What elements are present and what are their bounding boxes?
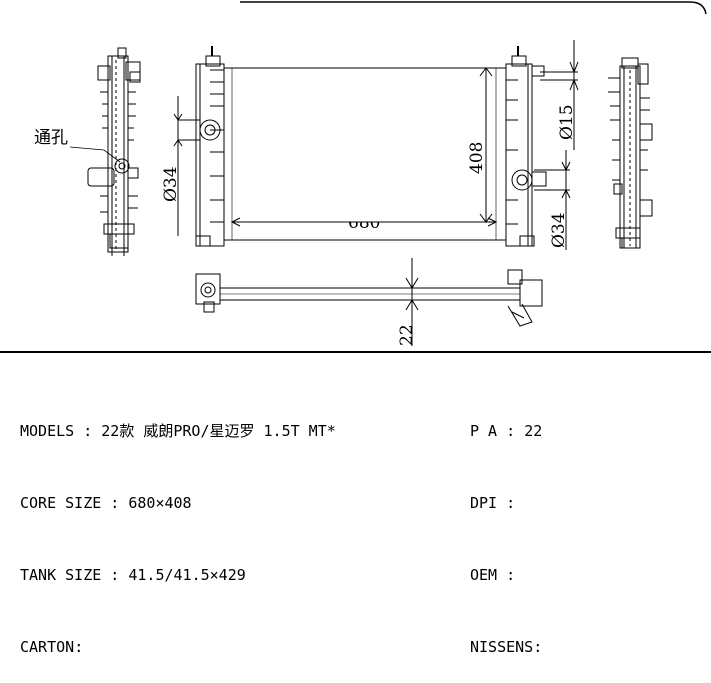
- length-dimension-label: 680: [348, 213, 380, 233]
- spec-row-models: MODELS : 22款 威朗PRO/星迈罗 1.5T MT*: [20, 419, 336, 443]
- spec-separator: :: [497, 566, 525, 584]
- height-dimension-label: 408: [467, 142, 487, 174]
- spec-row-nissens: NISSENS:: [470, 635, 542, 659]
- depth-dimension-label: 22: [397, 324, 417, 346]
- left-side-view: [87, 47, 141, 256]
- spec-table-right: P A : 22 DPI : OEM : NISSENS:: [470, 371, 542, 683]
- spec-label: NISSENS: [470, 638, 534, 656]
- spec-separator: :: [101, 494, 129, 512]
- spec-separator: :: [74, 638, 84, 656]
- spec-separator: :: [533, 638, 543, 656]
- spec-row-oem: OEM :: [470, 563, 542, 587]
- spec-value: 680×408: [128, 494, 192, 512]
- spec-separator: :: [74, 422, 102, 440]
- hole-leader-line: [69, 146, 121, 163]
- section-divider: [0, 351, 711, 353]
- spec-label: CORE SIZE: [20, 494, 102, 512]
- spec-label: OEM: [470, 566, 498, 584]
- bottom-view: [195, 269, 543, 327]
- spec-row-carton: CARTON:: [20, 635, 336, 659]
- spec-row-tank-size: TANK SIZE : 41.5/41.5×429: [20, 563, 336, 587]
- spec-row-pa: P A : 22: [470, 419, 542, 443]
- radiator-core: [223, 67, 507, 241]
- left-pipe-outlet: [199, 119, 221, 141]
- spec-separator: :: [497, 494, 525, 512]
- spec-value: 22: [524, 422, 543, 440]
- front-view: [195, 46, 547, 247]
- spec-label: P A: [470, 422, 498, 440]
- inlet-diameter-label: Ø34: [161, 166, 181, 202]
- spec-value: 22款 威朗PRO/星迈罗 1.5T MT*: [101, 422, 336, 440]
- pipe-dimension-line: [540, 40, 579, 150]
- length-dimension-line: [230, 217, 498, 227]
- spec-separator: :: [497, 422, 525, 440]
- spec-table-left: MODELS : 22款 威朗PRO/星迈罗 1.5T MT* CORE SIZ…: [20, 371, 336, 683]
- right-pipe-outlet: [511, 169, 533, 191]
- pipe-diameter-label: Ø15: [557, 104, 577, 140]
- spec-row-dpi: DPI :: [470, 491, 542, 515]
- spec-value: 41.5/41.5×429: [128, 566, 246, 584]
- radiator-technical-drawing: 通孔 408 680 Ø34 Ø15 Ø34: [34, 1, 707, 346]
- spec-label: DPI: [470, 494, 498, 512]
- right-tank: [505, 63, 533, 247]
- spec-separator: :: [101, 566, 129, 584]
- top-border-line: [240, 1, 707, 15]
- inlet-dimension-line: [173, 96, 200, 236]
- outlet-diameter-label: Ø34: [549, 212, 569, 248]
- hole-label: 通孔: [34, 128, 68, 148]
- right-side-view: [608, 57, 653, 249]
- spec-row-core-size: CORE SIZE : 680×408: [20, 491, 336, 515]
- spec-label: MODELS: [20, 422, 75, 440]
- spec-label: TANK SIZE: [20, 566, 102, 584]
- outlet-dimension-line: [534, 150, 571, 250]
- spec-label: CARTON: [20, 638, 75, 656]
- depth-dimension-line: [405, 258, 419, 346]
